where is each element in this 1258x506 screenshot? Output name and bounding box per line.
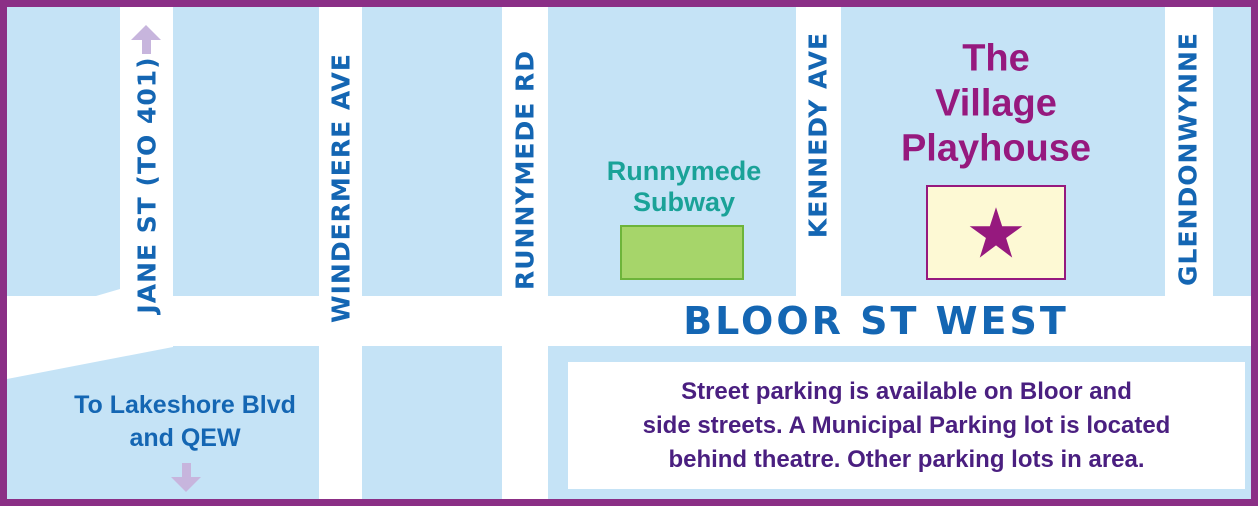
theatre-marker <box>926 185 1066 280</box>
theatre-label-line: Playhouse <box>900 127 1092 170</box>
subway-label-line: Runnymede <box>606 156 762 186</box>
street-label-kennedy: KENNEDY AVE <box>803 31 833 239</box>
subway-station-marker <box>620 225 744 280</box>
street-label-jane: JANE ST (TO 401) <box>132 56 162 314</box>
street-label-bloor: BLOOR ST WEST <box>683 299 1069 343</box>
city-block <box>173 7 319 296</box>
theatre-label: The Village Playhouse <box>876 37 1116 172</box>
lakeshore-directions-line: and QEW <box>129 424 241 452</box>
city-block <box>362 346 502 499</box>
arrow-down-icon <box>171 463 201 492</box>
street-label-glendonwynne: GLENDONWYNNE <box>1173 32 1203 286</box>
street-label-windermere: WINDERMERE AVE <box>326 53 356 323</box>
subway-label: Runnymede Subway <box>574 156 794 218</box>
city-block <box>7 346 319 499</box>
arrow-up-icon <box>131 25 161 54</box>
parking-note-line: behind theatre. Other parking lots in ar… <box>668 445 1145 473</box>
lakeshore-directions: To Lakeshore Blvd and QEW <box>45 389 325 455</box>
city-block <box>7 7 120 296</box>
theatre-label-line: The <box>962 37 1030 80</box>
parking-note: Street parking is available on Bloor and… <box>568 362 1245 489</box>
parking-note-line: side streets. A Municipal Parking lot is… <box>642 411 1171 439</box>
parking-note-line: Street parking is available on Bloor and <box>681 377 1132 405</box>
subway-label-line: Subway <box>632 187 736 217</box>
lakeshore-directions-line: To Lakeshore Blvd <box>74 391 296 419</box>
street-label-runnymede: RUNNYMEDE RD <box>510 50 540 290</box>
diagonal-road <box>7 289 173 379</box>
star-icon <box>969 206 1023 258</box>
city-block <box>362 7 502 296</box>
city-block <box>1213 7 1251 296</box>
theatre-label-line: Village <box>935 82 1057 125</box>
